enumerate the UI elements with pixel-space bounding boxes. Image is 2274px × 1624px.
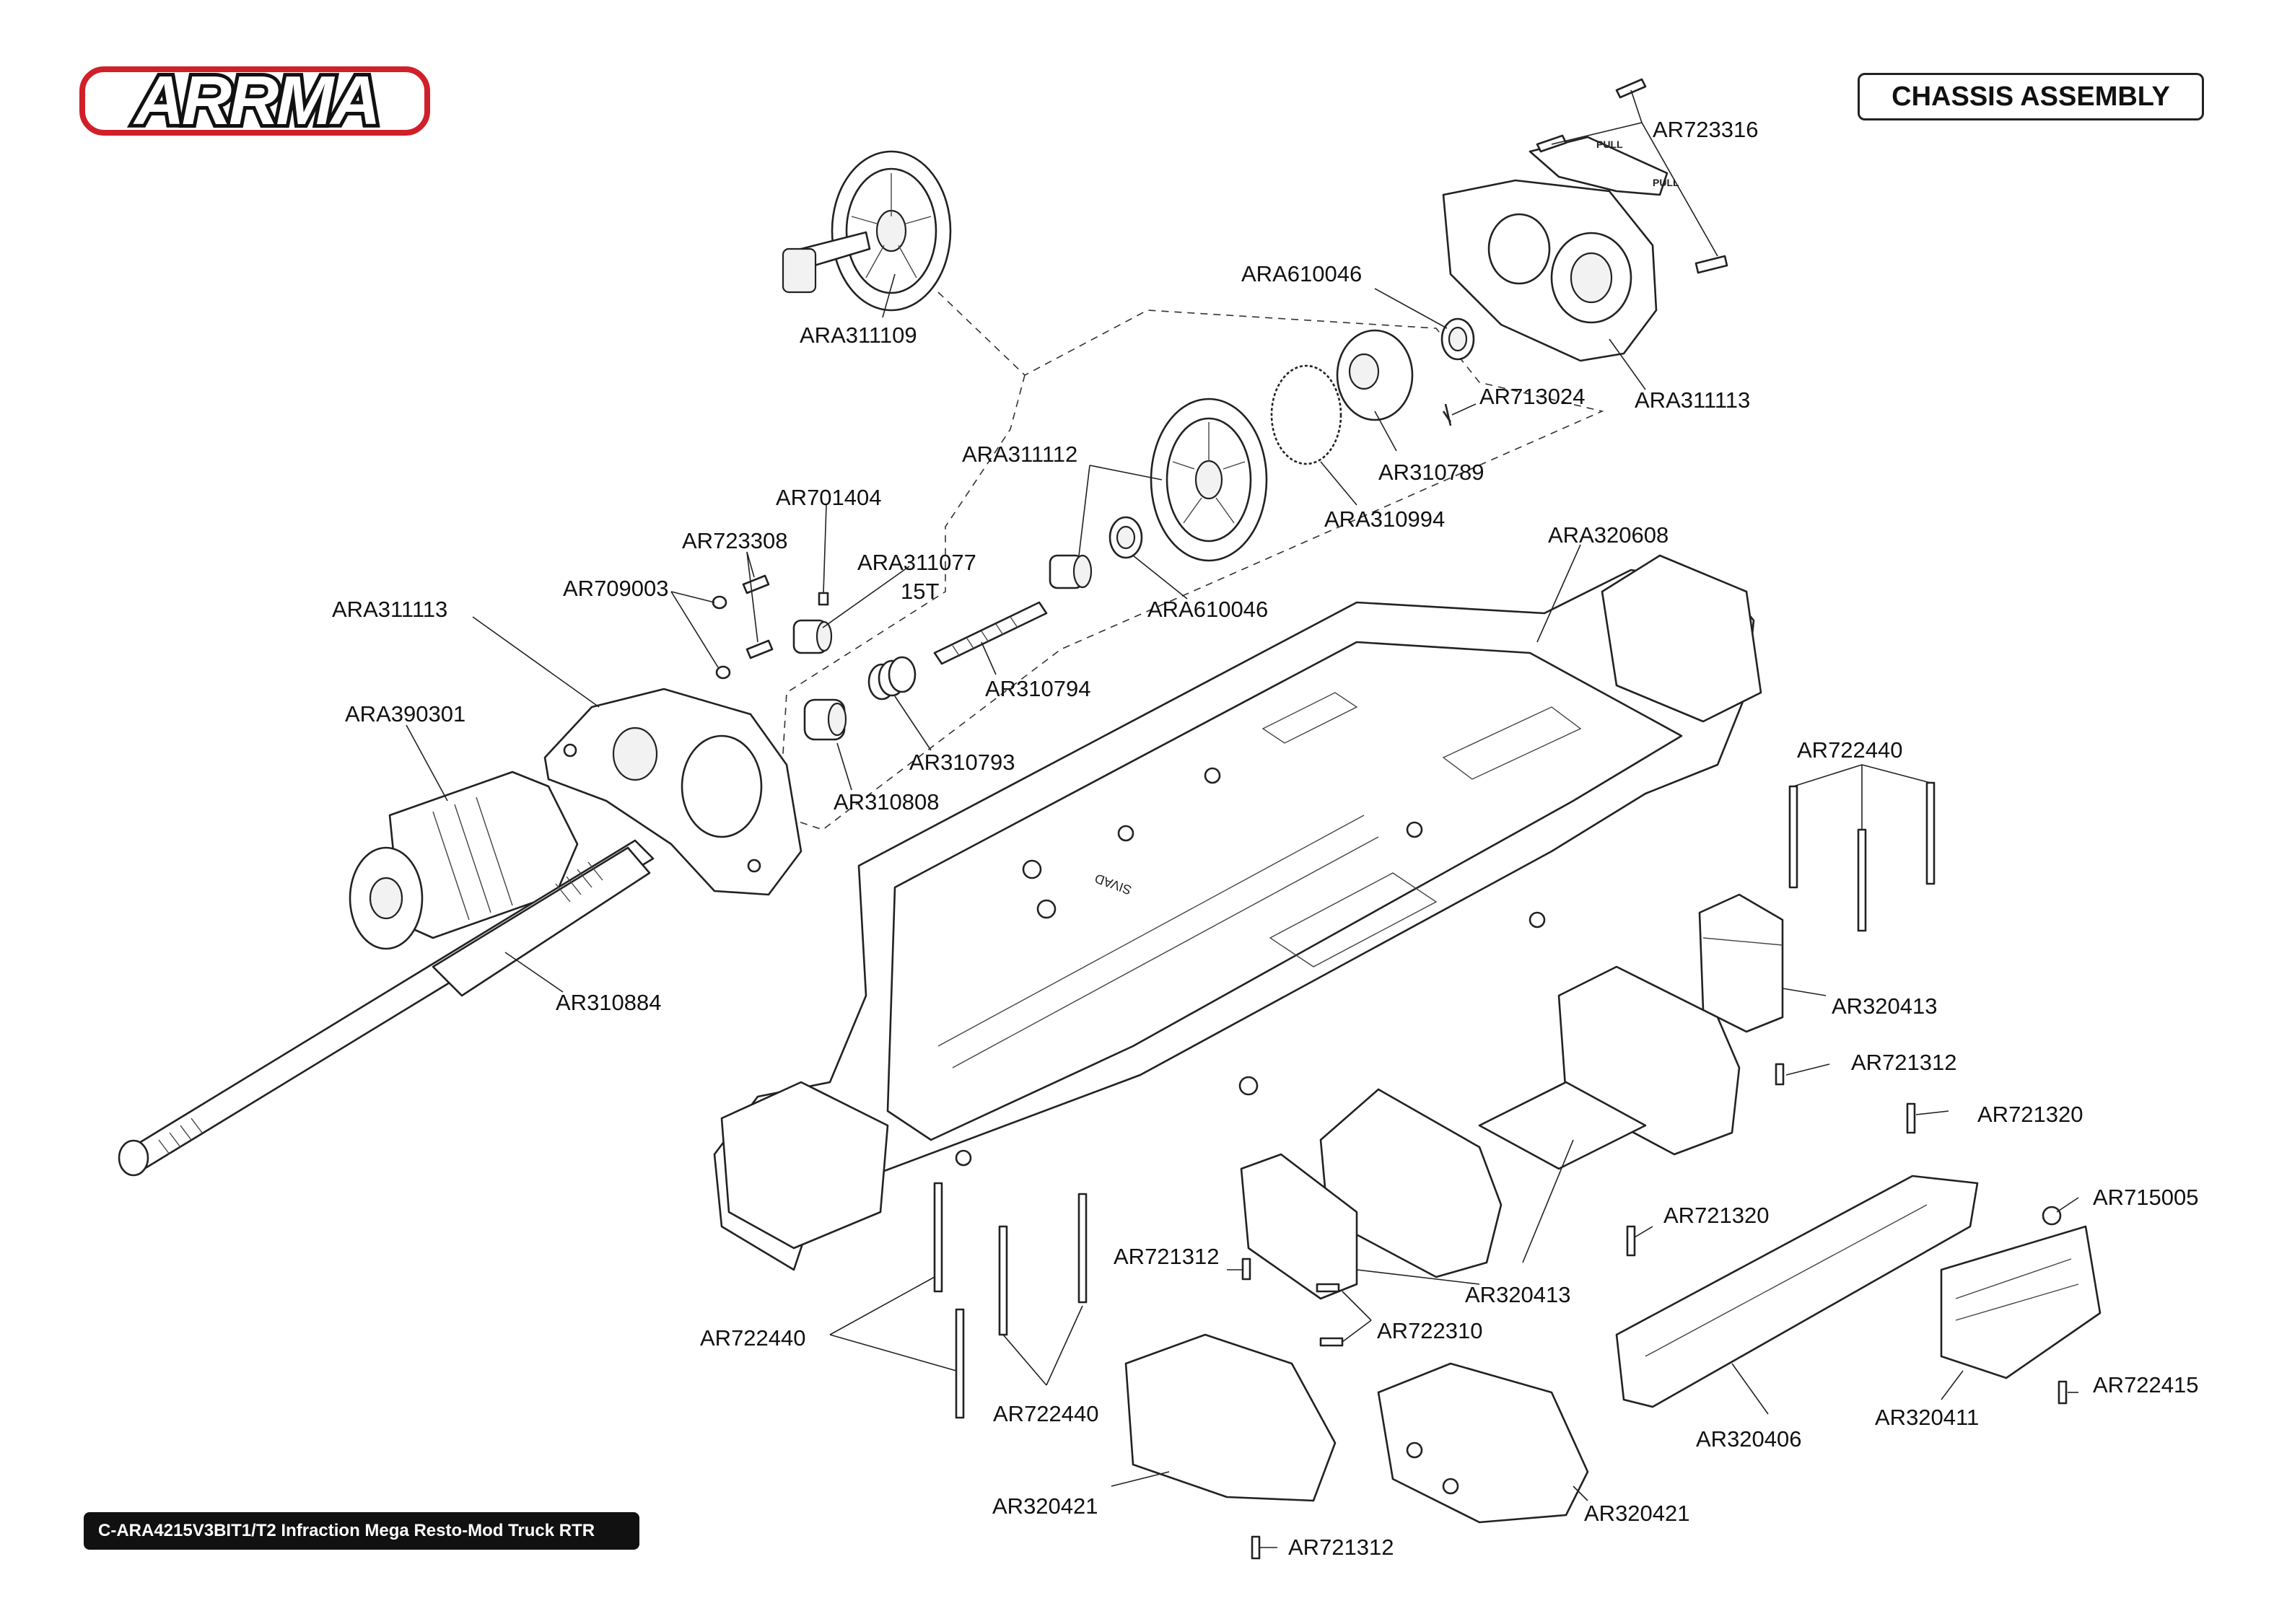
label-ar722310: AR722310 (1377, 1318, 1483, 1343)
arrma-logo: ARRMA (79, 65, 430, 137)
label-ar722440-left2: AR722440 (993, 1401, 1099, 1426)
battery-bracket-ar320413-mid (1240, 1153, 1358, 1300)
label-ar721312-right: AR721312 (1851, 1050, 1957, 1075)
group-dash-outline (779, 291, 1604, 830)
label-ar709003: AR709003 (563, 576, 669, 601)
label-ar722415: AR722415 (2093, 1372, 2199, 1397)
posts-ar722440-left (933, 1182, 1088, 1419)
pin-ar713024 (1444, 403, 1452, 426)
gear-cover-top: PULL PULL (1442, 136, 1679, 362)
label-ar320421-left: AR320421 (992, 1493, 1098, 1519)
label-ar713024: AR713024 (1479, 384, 1586, 409)
spring-ar310793 (867, 656, 917, 701)
battery-cover-right (1478, 965, 1741, 1170)
label-ar310808: AR310808 (834, 789, 940, 815)
label-ar320406: AR320406 (1696, 1426, 1802, 1452)
screws-ar723308 (742, 574, 774, 659)
label-ar721312-mid: AR721312 (1114, 1244, 1220, 1269)
label-ara311112: ARA311112 (962, 442, 1077, 467)
set-screw-ar701404 (818, 592, 829, 606)
bushing-ar310808 (803, 698, 847, 741)
label-ar310789: AR310789 (1378, 460, 1484, 485)
leader-lines (406, 89, 2079, 1548)
footer-model-label: C-ARA4215V3BIT1/T2 Infraction Mega Resto… (84, 1512, 639, 1550)
side-rail-ar320406 (1615, 1175, 1979, 1408)
label-ara320608: ARA320608 (1548, 522, 1669, 548)
label-ara610046-mid: ARA610046 (1147, 597, 1268, 622)
label-ar715005: AR715005 (2093, 1185, 2199, 1210)
label-ara311109: ARA311109 (800, 322, 917, 348)
spur-gear-middle (1150, 398, 1268, 562)
battery-bracket-ar320413-right (1698, 893, 1784, 1033)
cover-ar320421-right (1377, 1362, 1589, 1524)
label-ar310884: AR310884 (556, 990, 662, 1015)
nut-ar715005 (2042, 1206, 2062, 1226)
label-ar320413-mid: AR320413 (1465, 1282, 1571, 1307)
label-ara610046-top: ARA610046 (1241, 261, 1362, 286)
pinion-gear (792, 619, 833, 654)
bearing-top (1440, 317, 1475, 361)
label-ar310793: AR310793 (909, 750, 1015, 775)
main-chassis-ara320608: SIVAD (713, 554, 1762, 1271)
label-ar723316: AR723316 (1653, 117, 1759, 142)
cover-ar320421-left (1124, 1333, 1337, 1502)
label-ar320421-right: AR320421 (1584, 1501, 1690, 1526)
slipper-clutch-parts (1270, 329, 1452, 465)
svg-text:PULL: PULL (1653, 177, 1679, 188)
washer-ar709003-a (712, 595, 727, 610)
bearing-middle (1108, 516, 1143, 559)
washer-ar709003-b (715, 665, 731, 680)
small-screws (1241, 1063, 2068, 1560)
label-ara310994: ARA310994 (1324, 506, 1445, 532)
motor-plate (543, 688, 803, 896)
logo-text: ARRMA (133, 65, 377, 137)
label-ar320411: AR320411 (1875, 1405, 1979, 1430)
spur-gear-top (782, 150, 952, 312)
label-ar722440-right: AR722440 (1797, 737, 1903, 763)
svg-text:PULL: PULL (1596, 139, 1623, 150)
label-ar721320-right: AR721320 (1977, 1102, 2083, 1127)
label-ar723308: AR723308 (682, 528, 788, 553)
screws-ar723316 (1536, 78, 1728, 274)
label-ara311077: ARA311077 (857, 550, 976, 575)
label-ara390301: ARA390301 (345, 701, 465, 727)
label-15t: 15T (901, 579, 939, 604)
label-ar721312-bottom: AR721312 (1288, 1535, 1394, 1560)
label-ar320413-right: AR320413 (1832, 993, 1938, 1019)
driveshaft-ar310884 (118, 839, 655, 1177)
motor-ara390301 (349, 771, 579, 950)
label-ar701404: AR701404 (776, 485, 882, 510)
label-ara311113-top: ARA311113 (1635, 387, 1750, 413)
hub-ara311112 (1049, 554, 1093, 589)
tray-ar320411 (1940, 1225, 2102, 1379)
label-ara311113-motor: ARA311113 (332, 597, 447, 622)
shaft-ar310794 (933, 601, 1048, 665)
page-title: CHASSIS ASSEMBLY (1858, 73, 2204, 120)
label-ar722440-left: AR722440 (700, 1325, 806, 1351)
label-ar721320-mid: AR721320 (1663, 1203, 1770, 1228)
label-ar310794: AR310794 (985, 676, 1091, 701)
part-labels: AR723316 ARA610046 ARA311109 ARA311113 A… (332, 117, 2199, 1560)
